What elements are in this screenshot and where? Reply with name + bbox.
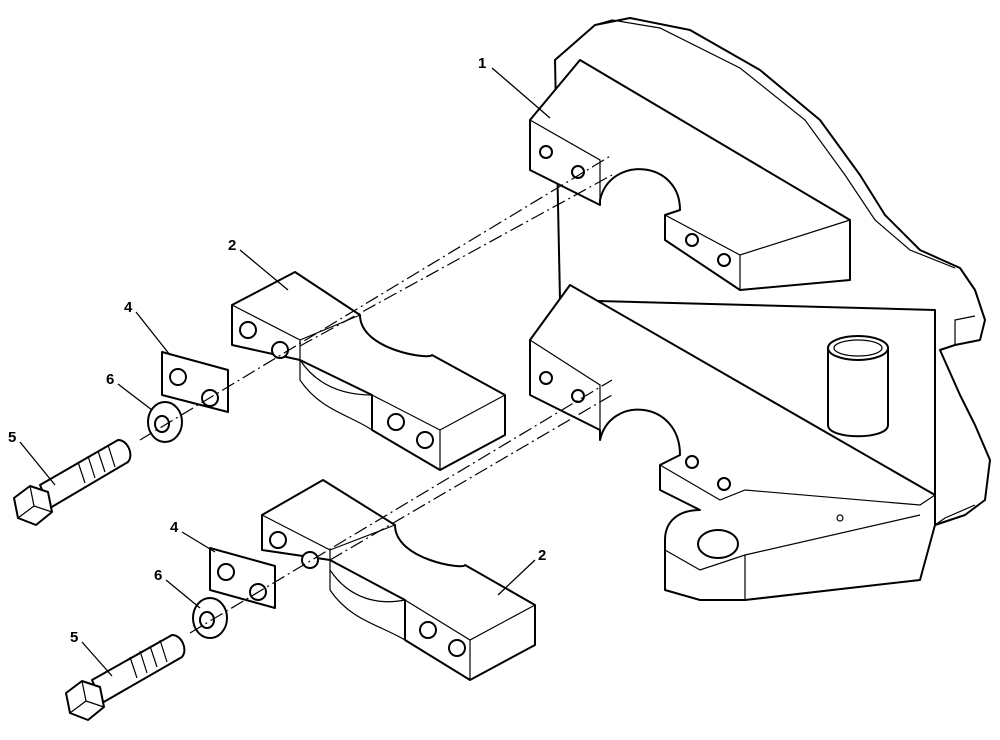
washer-lower [192,597,228,639]
bracket-bushing [827,347,889,438]
callout-4-lower: 4 [170,519,179,536]
shim-plate-lower [209,547,276,609]
bolt-upper [13,439,132,526]
callout-4-upper: 4 [124,299,133,316]
leader-lines [19,67,551,677]
callout-5-upper: 5 [8,429,16,446]
callout-2-lower: 2 [538,547,546,564]
callout-6-lower: 6 [154,567,162,584]
mounting-bracket [529,17,991,601]
washer-upper [147,401,183,443]
assembly-centerlines [139,154,613,634]
callout-5-lower: 5 [70,629,78,646]
bolt-lower [65,634,186,721]
clamp-half-upper [231,271,506,471]
callout-6-upper: 6 [106,371,114,388]
clamp-half-lower [261,479,536,681]
callout-1: 1 [478,55,486,72]
callout-2-upper: 2 [228,237,236,254]
